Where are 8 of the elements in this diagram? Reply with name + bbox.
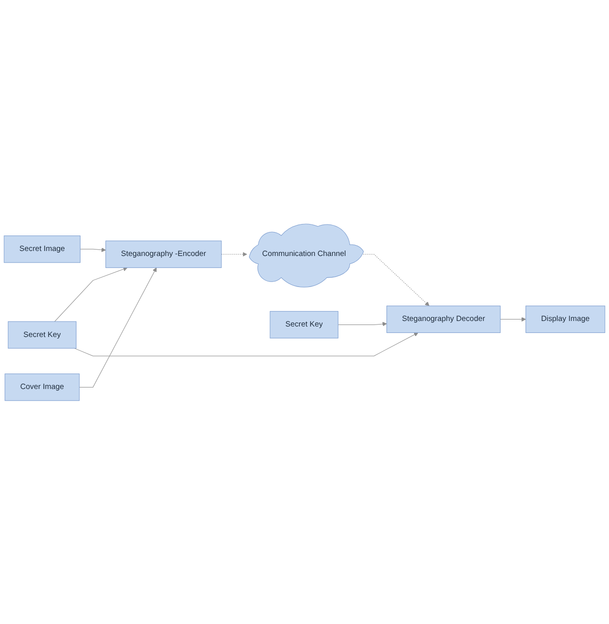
arrow [80, 247, 106, 252]
arrow [74, 332, 418, 356]
arrow [360, 254, 430, 306]
arrow [54, 266, 128, 322]
arrow [338, 321, 387, 326]
arrow [221, 252, 248, 256]
arrow [79, 267, 157, 388]
arrow [500, 316, 526, 322]
